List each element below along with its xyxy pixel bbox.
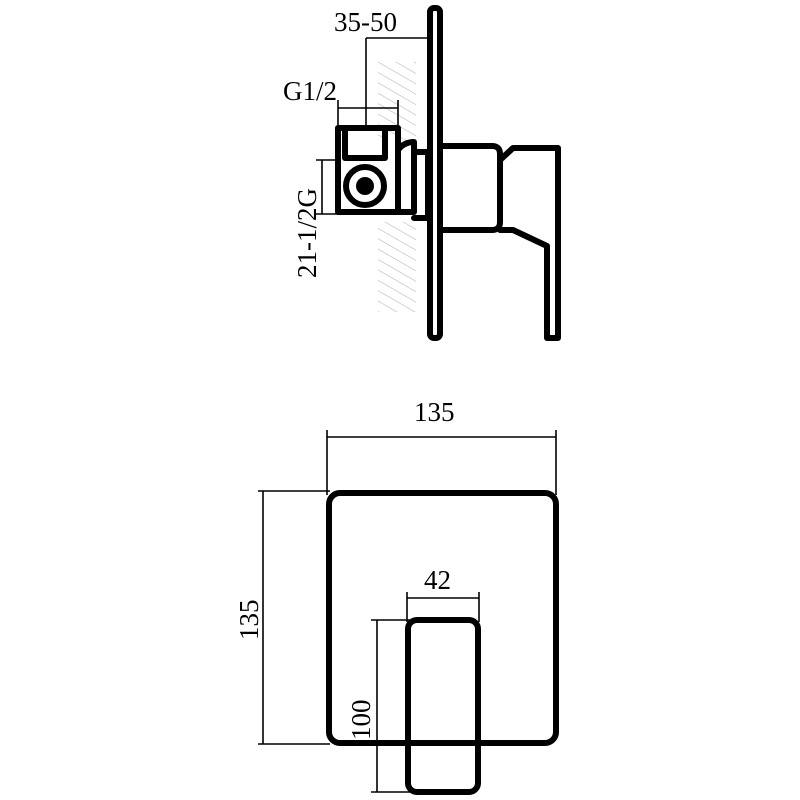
label-mount-depth: 35-50 xyxy=(334,7,397,37)
valve-collar xyxy=(411,149,431,221)
valve-port-circle xyxy=(343,164,387,208)
handle-lever-front xyxy=(405,617,481,795)
valve-port-inner xyxy=(356,177,374,195)
wall-hatch-lower xyxy=(378,222,416,312)
wall-plate-front xyxy=(326,490,559,746)
label-plate-height: 135 xyxy=(234,600,264,641)
label-handle-height: 100 xyxy=(346,700,376,741)
handle-lever-side xyxy=(497,145,561,341)
side-view: 35-50 G1/2 21-1/2G xyxy=(283,5,561,341)
label-thread: G1/2 xyxy=(283,76,337,106)
label-handle-width: 42 xyxy=(424,565,451,595)
valve-nut xyxy=(342,125,388,161)
handle-body-side xyxy=(437,143,503,233)
valve-flange-side xyxy=(395,139,417,215)
wall-plate-side xyxy=(427,5,443,341)
label-connector: 21-1/2G xyxy=(292,188,322,278)
front-view: 135 135 42 100 xyxy=(234,397,559,795)
label-plate-width: 135 xyxy=(414,397,455,427)
